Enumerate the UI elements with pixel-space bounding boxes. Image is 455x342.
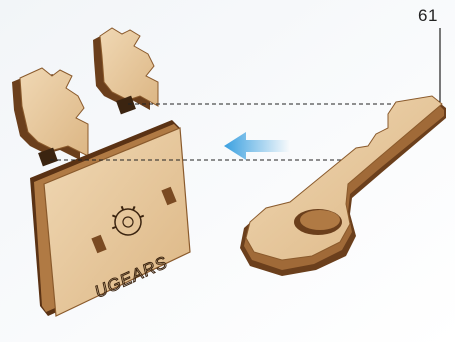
key-hole-inner xyxy=(300,210,340,230)
part-number-label: 61 xyxy=(418,6,438,26)
